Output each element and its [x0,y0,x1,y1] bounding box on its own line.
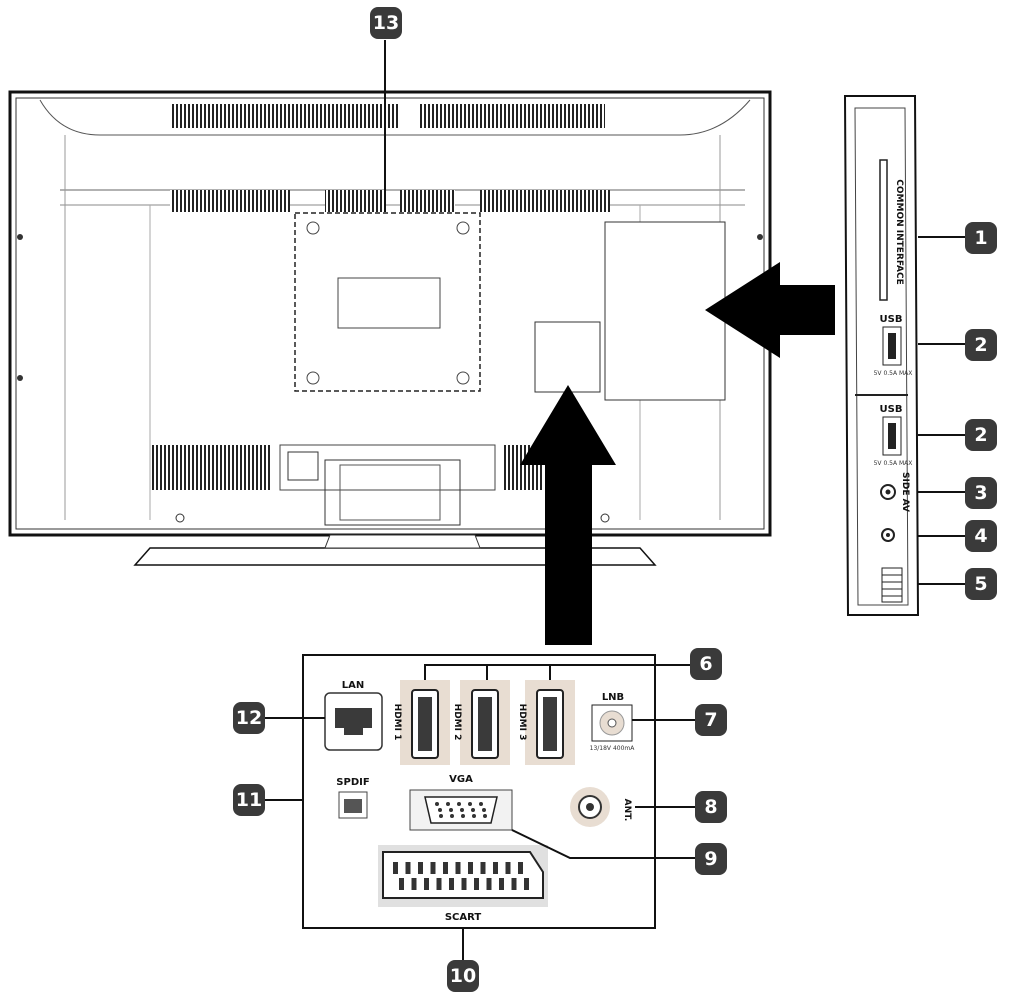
scart-pin [393,862,398,874]
usb-top-label: USB [880,314,903,325]
callout-5-number: 5 [974,573,987,595]
lnb-port: LNB 13/18V 400mA [590,692,636,752]
spdif-port: SPDIF [336,777,370,819]
lnb-spec: 13/18V 400mA [590,745,636,752]
callout-2a: 2 [965,329,997,361]
scart-pin [411,878,417,890]
callout-13: 13 [370,7,402,39]
scart-pin [455,862,461,874]
callout-13-number: 13 [373,12,399,34]
side-av-label: SIDE AV [900,472,910,512]
scart-pin [518,862,523,874]
scart-pin [493,862,498,874]
hdmi-1-label: HDMI 1 [392,704,402,741]
headphone-jack [881,528,895,542]
callout-8: 8 [695,791,727,823]
arrow-up [520,385,616,645]
callout-10: 10 [447,960,479,992]
scart-pin [424,878,429,890]
ci-slot [879,159,888,301]
vga-port: VGA [409,774,513,831]
arrow-left [705,262,835,358]
stand-mount [279,444,496,526]
scart-pin [474,878,479,890]
callout-6-number: 6 [699,653,712,675]
callout-2b-number: 2 [974,424,987,446]
common-interface-label: COMMON INTERFACE [894,179,904,284]
hdmi-2-label: HDMI 2 [452,704,462,741]
scart-pin [468,862,473,874]
callout-10-number: 10 [450,965,476,987]
lan-label: LAN [342,680,364,691]
callout-lines [265,40,965,960]
control-buttons [881,567,903,603]
callout-1: 1 [965,222,997,254]
lnb-label: LNB [602,692,624,703]
scart-pin [499,878,504,890]
callout-11-number: 11 [236,789,262,811]
scart-label: SCART [445,912,482,923]
scart-pin [486,878,492,890]
callout-6: 6 [690,648,722,680]
scart-pin [405,862,411,874]
callout-4: 4 [965,520,997,552]
hdmi-3-port: HDMI 3 [517,680,575,765]
scart-pin [443,862,448,874]
spdif-label: SPDIF [336,777,369,788]
hdmi-2-port: HDMI 2 [452,680,510,765]
callout-3: 3 [965,477,997,509]
side-av-jack: SIDE AV [880,472,910,512]
callout-2b: 2 [965,419,997,451]
side-panel: COMMON INTERFACE USB 5V 0.5A MAX USB 5V … [843,95,920,616]
scart-pin [511,878,517,890]
ant-port: ANT. [570,787,632,827]
scart-pin [436,878,442,890]
hdmi-1-port: HDMI 1 [392,680,450,765]
vesa-mount-area [294,212,481,392]
hdmi-3-label: HDMI 3 [517,704,527,741]
scart-pin [524,878,529,890]
callout-12: 12 [233,702,265,734]
scart-pin [505,862,511,874]
callout-12-number: 12 [236,707,262,729]
callout-9-number: 9 [704,848,717,870]
callout-2a-number: 2 [974,334,987,356]
scart-pin [461,878,467,890]
scart-pin [449,878,454,890]
scart-pin [418,862,423,874]
callout-8-number: 8 [704,796,717,818]
callout-3-number: 3 [974,482,987,504]
callout-7: 7 [695,704,727,736]
lan-port: LAN [324,680,383,751]
scart-pin [430,862,436,874]
usb-bottom-label: USB [880,404,903,415]
connector-panel: LAN HDMI 1 HDMI 2 HDMI 3 LNB [302,654,690,929]
scart-pin [399,878,404,890]
callout-7-number: 7 [704,709,717,731]
callout-5: 5 [965,568,997,600]
callout-4-number: 4 [974,525,987,547]
tv-back-view [8,90,772,566]
vga-label: VGA [449,774,473,785]
usb-bottom-spec: 5V 0.5A MAX [874,460,913,467]
callout-1-number: 1 [974,227,987,249]
top-vents [152,104,610,490]
scart-pin [480,862,486,874]
ant-label: ANT. [622,799,632,822]
usb-port-bottom: USB 5V 0.5A MAX [874,404,913,467]
usb-top-spec: 5V 0.5A MAX [874,370,913,377]
usb-port-top: USB 5V 0.5A MAX [874,314,913,377]
callout-11: 11 [233,784,265,816]
callout-9: 9 [695,843,727,875]
scart-port: SCART [378,845,548,923]
